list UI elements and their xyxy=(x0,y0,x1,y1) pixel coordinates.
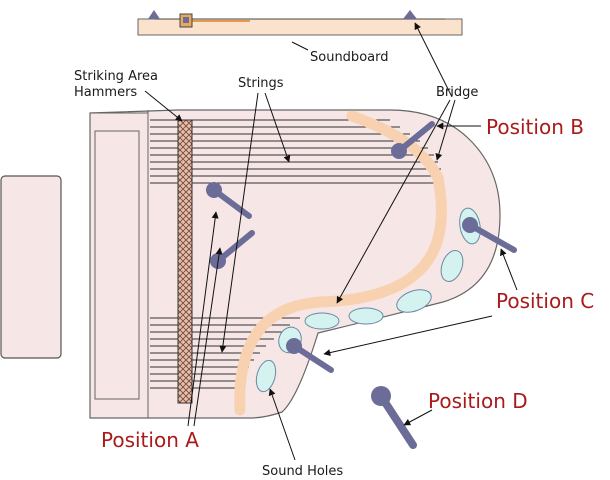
label-position-b: Position B xyxy=(486,115,584,139)
position-a-arrow-lower xyxy=(193,247,223,427)
position-c-arrow-lower xyxy=(323,315,493,357)
bridge-leader-curve xyxy=(336,99,451,304)
label-position-c: Position C xyxy=(496,289,594,313)
microphone-b xyxy=(391,121,435,159)
microphone-d xyxy=(371,386,417,449)
bridge-leader-right xyxy=(435,99,456,161)
bridge-support-right xyxy=(403,10,417,19)
position-a-arrow-upper xyxy=(187,211,219,427)
label-soundboard: Soundboard xyxy=(310,50,388,65)
label-bridge: Bridge xyxy=(436,85,478,100)
piano-bench xyxy=(0,175,62,359)
position-c-arrow-upper xyxy=(500,248,518,291)
microphone-c-lower xyxy=(286,338,334,373)
label-strings: Strings xyxy=(238,76,284,91)
strings-leader-upper xyxy=(264,92,291,163)
microphone-c-upper xyxy=(462,217,517,253)
sound-holes-leader xyxy=(268,388,296,461)
keyboard-area xyxy=(89,110,149,419)
strings-leader-lower xyxy=(219,92,259,353)
soundboard-leader xyxy=(291,41,309,51)
position-d-arrow xyxy=(403,409,433,426)
label-striking-area: Striking Area xyxy=(74,69,158,84)
label-position-d: Position D xyxy=(428,389,528,413)
bridge-curve xyxy=(234,110,447,416)
label-sound-holes: Sound Holes xyxy=(262,464,343,479)
hammers-leader xyxy=(144,90,183,122)
strings-upper xyxy=(150,119,444,184)
label-hammers: Hammers xyxy=(74,85,137,100)
sound-holes xyxy=(255,207,481,393)
label-position-a: Position A xyxy=(101,428,199,452)
microphone-a-upper xyxy=(206,182,252,219)
leader-lines xyxy=(144,22,518,461)
soundboard-side-view xyxy=(137,10,463,36)
bridge-support-left xyxy=(148,10,160,19)
hammer-strip xyxy=(177,119,193,404)
bridge-leader-top xyxy=(414,22,453,98)
